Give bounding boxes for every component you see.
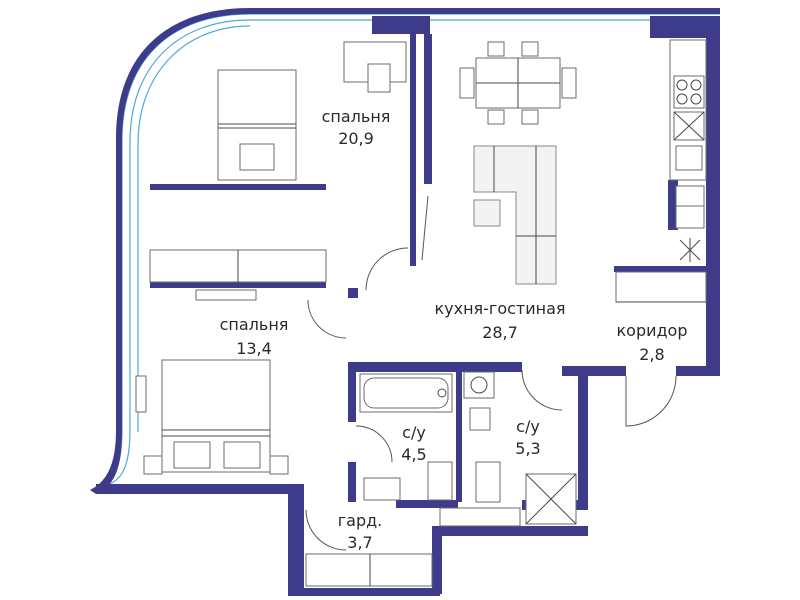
dining-table-set bbox=[459, 41, 577, 125]
room-name-bathroom-1: с/у bbox=[402, 423, 426, 442]
room-name-kitchen-living: кухня-гостиная bbox=[434, 299, 565, 318]
room-area-kitchen-living: 28,7 bbox=[482, 323, 518, 342]
room-name-bathroom-2: с/у bbox=[516, 417, 540, 436]
room-area-bedroom-1: 20,9 bbox=[338, 129, 374, 148]
bathroom-2-fixtures bbox=[439, 371, 577, 527]
room-name-bedroom-2: спальня bbox=[220, 315, 289, 334]
bedroom-1-furniture bbox=[217, 41, 407, 181]
room-labels: спальня 20,9 спальня 13,4 кухня-гостиная… bbox=[220, 107, 688, 552]
wardrobe-strip bbox=[149, 249, 327, 283]
room-area-bathroom-2: 5,3 bbox=[515, 439, 540, 458]
room-area-bathroom-1: 4,5 bbox=[401, 445, 426, 464]
room-name-wardrobe: гард. bbox=[338, 511, 383, 530]
bathroom-1-fixtures bbox=[359, 373, 453, 501]
wardrobe-room-shelves bbox=[305, 553, 433, 587]
bedroom-2-furniture bbox=[135, 289, 289, 475]
room-name-corridor: коридор bbox=[616, 321, 687, 340]
curved-window-facade bbox=[90, 8, 720, 494]
room-area-wardrobe: 3,7 bbox=[347, 533, 372, 552]
walls bbox=[96, 16, 720, 596]
kitchen-unit bbox=[669, 39, 707, 262]
room-area-corridor: 2,8 bbox=[639, 345, 664, 364]
corridor-wardrobe bbox=[615, 271, 707, 303]
room-area-bedroom-2: 13,4 bbox=[236, 339, 272, 358]
corner-sofa bbox=[473, 145, 557, 285]
room-name-bedroom-1: спальня bbox=[322, 107, 391, 126]
doors bbox=[305, 195, 677, 551]
